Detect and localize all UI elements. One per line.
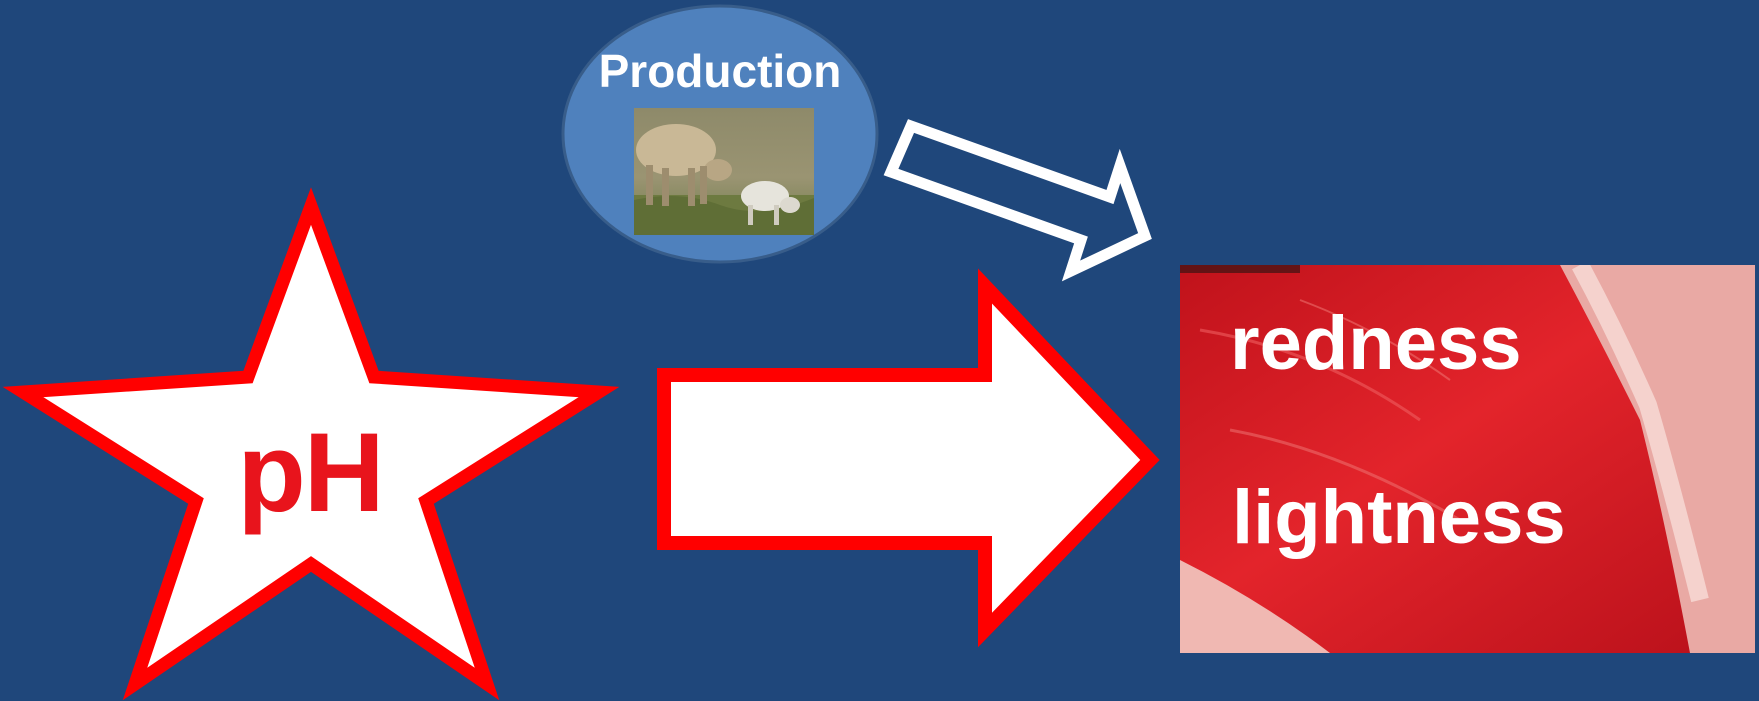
production-label: Production <box>580 44 860 98</box>
ph-label: pH <box>190 408 430 537</box>
redness-label: redness <box>1230 300 1522 387</box>
lightness-label: lightness <box>1232 474 1566 561</box>
production-to-meat-arrow <box>891 126 1145 271</box>
ph-to-meat-arrow <box>664 286 1150 630</box>
sheep-photo <box>634 108 814 235</box>
